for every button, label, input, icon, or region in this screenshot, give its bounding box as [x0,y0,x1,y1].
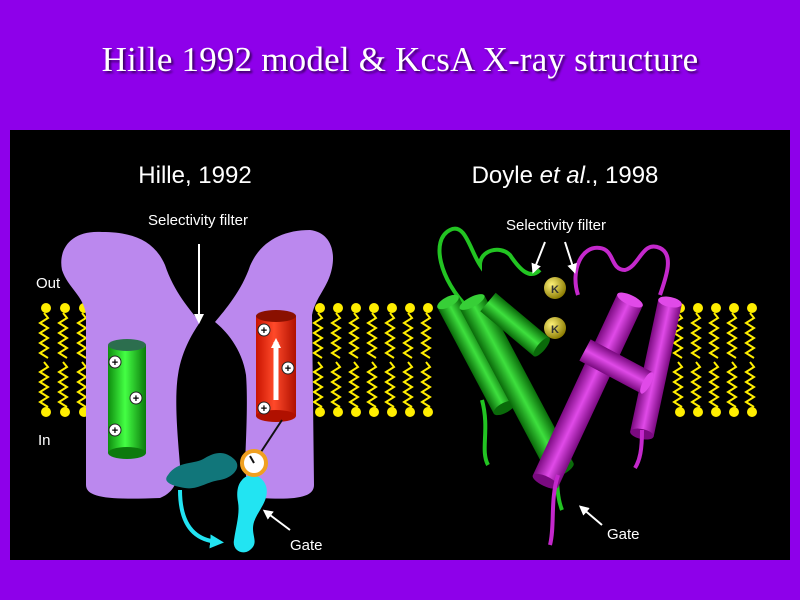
lipid-tail [708,312,720,359]
out-label: Out [36,275,61,292]
lipid-head [423,303,433,313]
lipid-head [387,303,397,313]
lipid-tail [708,361,720,408]
lipid-tail [384,312,396,359]
lipid-tail [312,312,324,359]
lipid-head [333,303,343,313]
lipid-head [423,407,433,417]
lipid-head [693,407,703,417]
positive-charge-icon [281,361,295,375]
lipid-tail [312,361,324,408]
charge-markers: + + + + + + [108,323,295,437]
left-heading: Hille, 1992 [138,162,251,189]
positive-charge-label: + [261,403,267,415]
lipid-tail [76,361,88,408]
positive-charge-label: + [285,363,291,375]
positive-charge-icon [257,401,271,415]
lipid-head [747,407,757,417]
lipid-tail [366,361,378,408]
inactivation-gate [166,419,283,553]
lipid-tail [402,361,414,408]
lipid-head [747,303,757,313]
lipid-head [60,407,70,417]
positive-charge-icon [108,355,122,369]
right-selectivity-filter-label: Selectivity filter [506,217,606,234]
lipid-head [41,407,51,417]
lipid-tail [420,361,432,408]
lipid-head [351,303,361,313]
lipid-head [729,303,739,313]
lipid-tail [726,312,738,359]
lipid-bilayer [38,303,757,417]
k-ion-label: K [551,324,559,336]
positive-charge-icon [129,391,143,405]
lipid-tail [384,361,396,408]
channel-diagram: Hille, 1992 Doyle et al., 1998 + + + + + + Se… [36,162,757,554]
lipid-head [387,407,397,417]
lipid-head [369,407,379,417]
lipid-tail [57,312,69,359]
figure-panel: Hille, 1992 Doyle et al., 1998 + + + + + + Se… [10,130,790,560]
lipid-head [351,407,361,417]
positive-charge-label: + [112,425,118,437]
left-gate-arrow-icon [262,509,291,531]
lipid-head [675,407,685,417]
left-gate-label: Gate [290,537,323,554]
lipid-tail [330,361,342,408]
slide-title: Hille 1992 model & KcsA X-ray structure [101,40,699,79]
lipid-tail [330,312,342,359]
k-ion-icon [544,317,566,339]
potassium-ions: K K [544,277,566,339]
positive-charge-label: + [133,393,139,405]
lipid-head [405,407,415,417]
lipid-tail [348,361,360,408]
lipid-tail [38,361,50,408]
positive-charge-icon [257,323,271,337]
lipid-head [315,303,325,313]
positive-charge-icon [108,423,122,437]
left-selectivity-filter-label: Selectivity filter [148,212,248,229]
lipid-tail [726,361,738,408]
lipid-tail [744,312,756,359]
lipid-head [693,303,703,313]
lipid-tail [38,312,50,359]
lipid-tail [76,312,88,359]
lipid-head [41,303,51,313]
lipid-head [405,303,415,313]
lipid-head [60,303,70,313]
positive-charge-label: + [261,325,267,337]
lipid-head [315,407,325,417]
right-heading: Doyle et al., 1998 [472,162,659,189]
kcsa-magenta-subunit [532,244,682,546]
lipid-head [333,407,343,417]
k-ion-icon [544,277,566,299]
lipid-tail [690,312,702,359]
lipid-tail [690,361,702,408]
in-label: In [38,432,51,449]
lipid-tail [420,312,432,359]
lipid-head [711,407,721,417]
lipid-head [711,303,721,313]
lipid-tail [744,361,756,408]
lipid-tail [348,312,360,359]
k-ion-label: K [551,284,559,296]
lipid-tail [57,361,69,408]
selectivity-arrow-icon [531,241,546,274]
lipid-tail [672,361,684,408]
positive-charge-label: + [112,357,118,369]
selectivity-arrow-icon [564,241,577,274]
lipid-head [369,303,379,313]
right-gate-label: Gate [607,526,640,543]
lipid-head [729,407,739,417]
right-gate-arrow-icon [578,505,603,526]
lipid-tail [402,312,414,359]
lipid-tail [366,312,378,359]
